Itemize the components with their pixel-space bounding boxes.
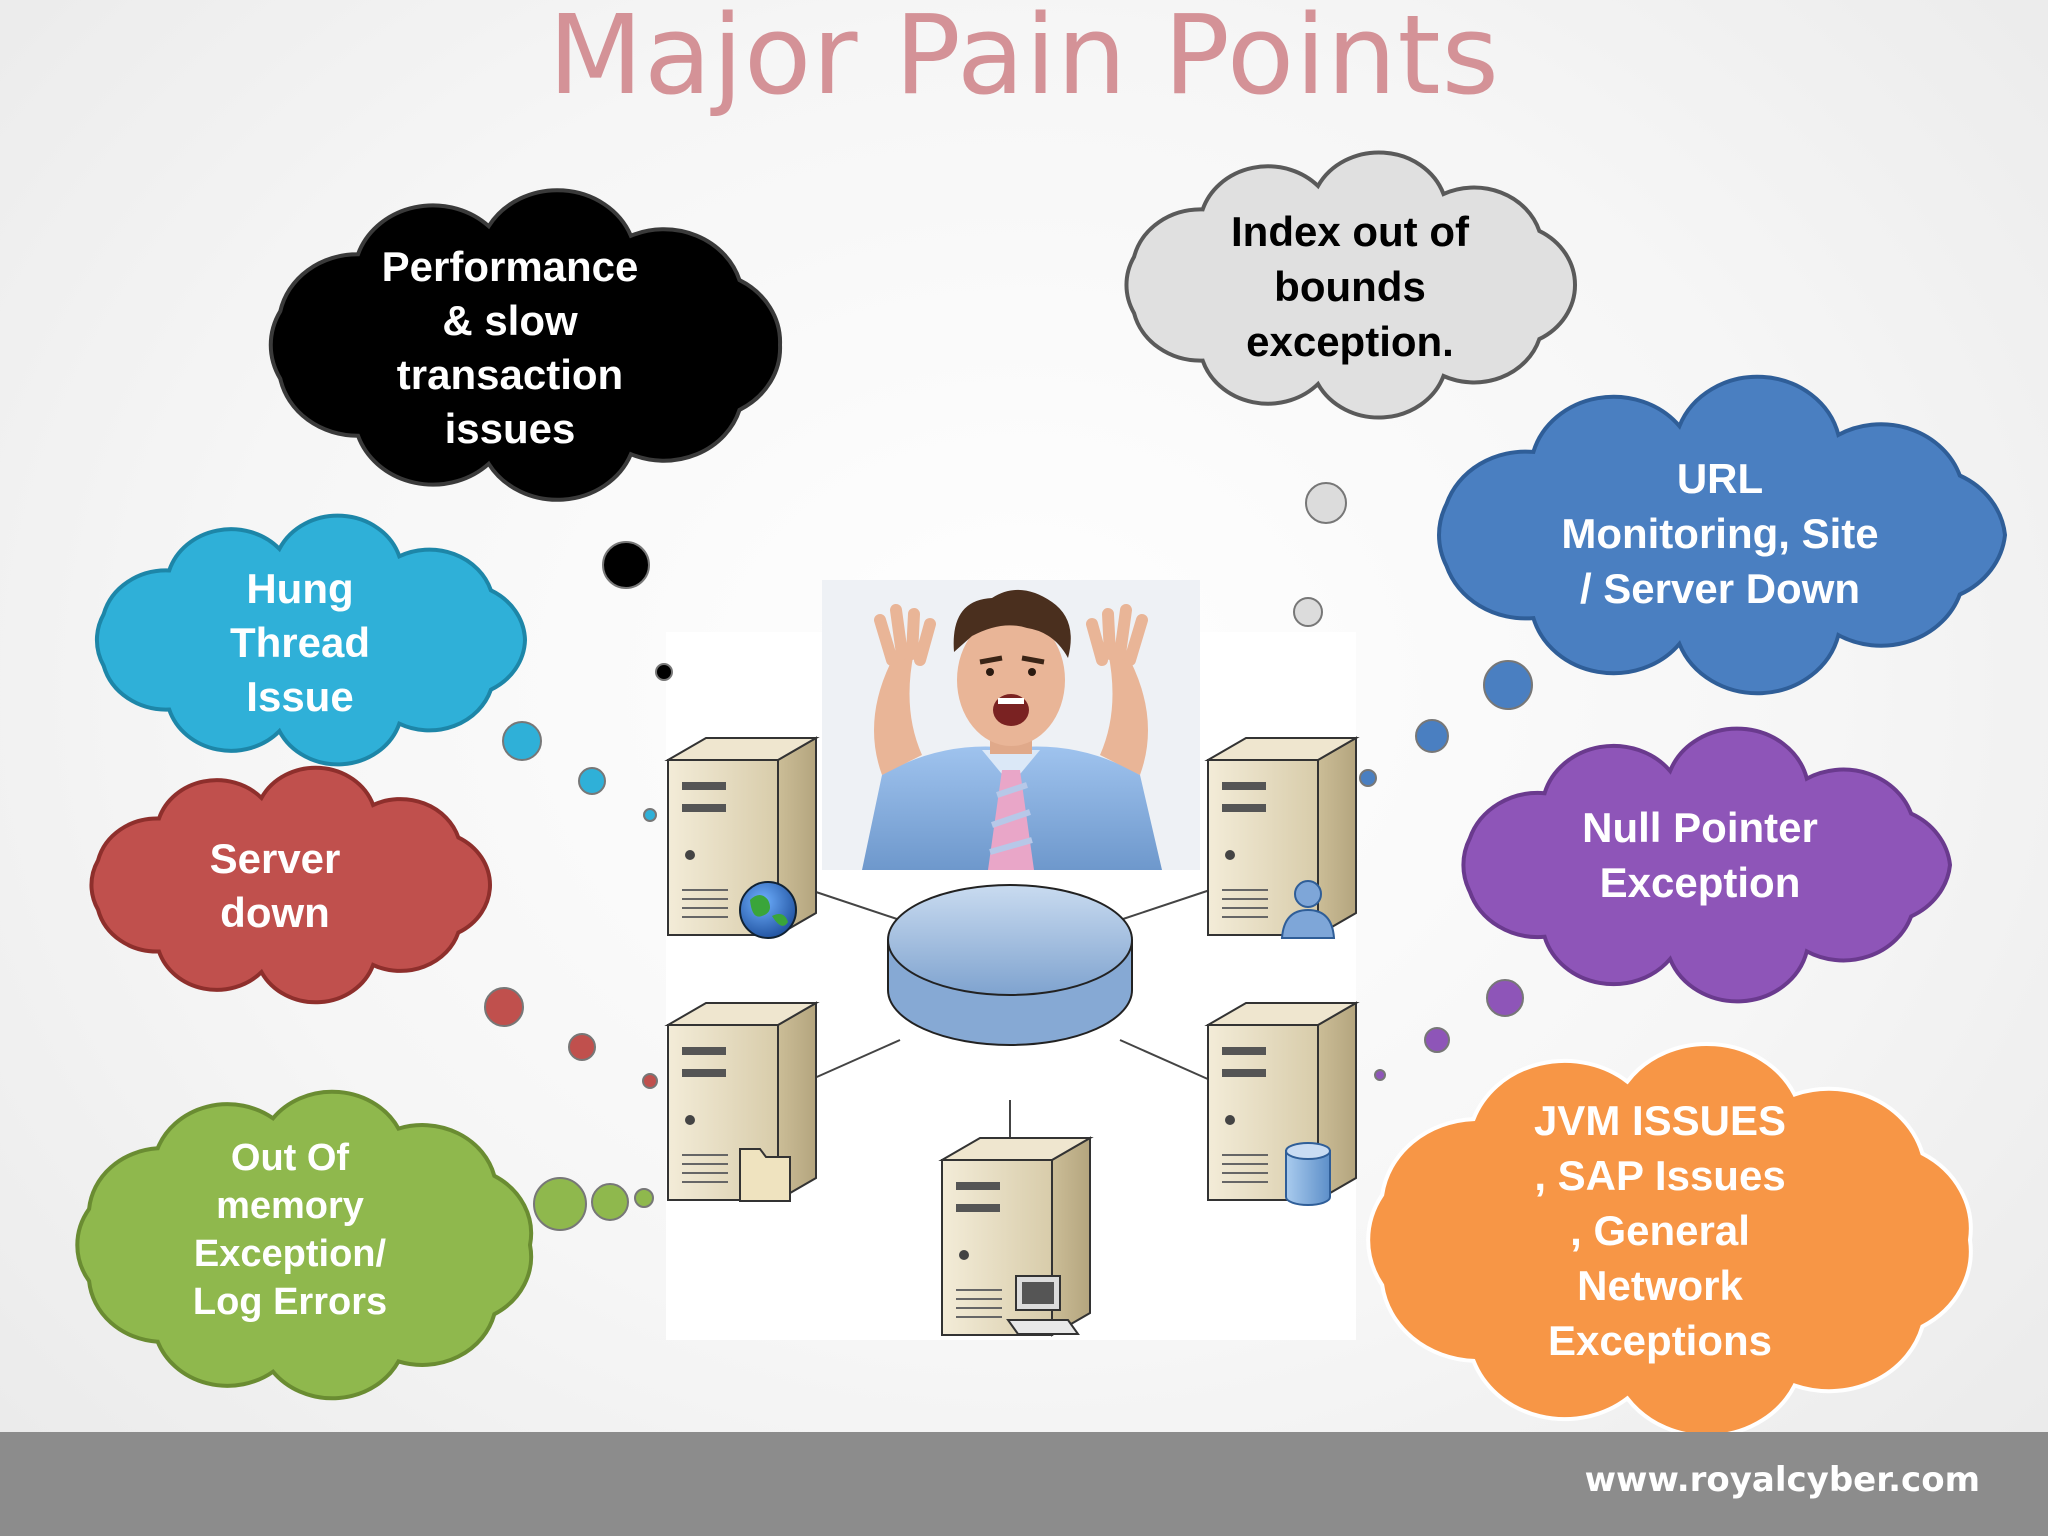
globe-icon [739, 881, 797, 939]
folder-icon [739, 1148, 791, 1202]
server-tower [1204, 736, 1360, 939]
thought-bubble-dot [533, 1177, 587, 1231]
database-icon [1285, 1142, 1331, 1206]
cloud-jvm-label: JVM ISSUES , SAP Issues , General Networ… [1533, 1096, 1787, 1364]
thought-bubble-dot [484, 987, 524, 1027]
footer-url[interactable]: www.royalcyber.com [1584, 1460, 1980, 1500]
thought-bubble-dot [634, 1188, 654, 1208]
thought-bubble-dot [1305, 482, 1347, 524]
cloud-server-label: Server down [209, 835, 341, 936]
thought-bubble-dot [1374, 1069, 1386, 1081]
cloud-url [1437, 374, 2008, 696]
cloud-hung [94, 513, 528, 767]
thought-bubble-dot [568, 1033, 596, 1061]
computer-icon [1006, 1275, 1080, 1335]
frustrated-man-photo [822, 580, 1200, 870]
thought-bubble-dot [602, 541, 650, 589]
server-tower [938, 1136, 1094, 1337]
thought-bubble-dot [1483, 660, 1533, 710]
page-title: Major Pain Points [548, 0, 1500, 119]
user-icon [1280, 880, 1336, 939]
thought-bubble-dot [1486, 979, 1524, 1017]
thought-bubble-dot [591, 1183, 629, 1221]
thought-bubble-dot [502, 721, 542, 761]
cloud-performance [268, 188, 783, 502]
thought-bubble-dot [1424, 1027, 1450, 1053]
cloud-performance-label: Performance & slow transaction issues [381, 243, 639, 452]
thought-bubble-dot [642, 1073, 658, 1089]
thought-bubble-dot [643, 808, 657, 822]
cloud-server [89, 765, 493, 1005]
cloud-url-label: URL Monitoring, Site / Server Down [1561, 454, 1879, 612]
network-hub [887, 884, 1133, 1046]
cloud-index-label: Index out of bounds exception. [1231, 207, 1469, 365]
footer-bar: www.royalcyber.com [0, 1432, 2048, 1536]
cloud-memory [75, 1089, 534, 1401]
thought-bubble-dot [1415, 719, 1449, 753]
server-tower [664, 736, 820, 939]
server-tower [1204, 1001, 1360, 1206]
cloud-null-label: Null Pointer Exception [1582, 804, 1818, 906]
thought-bubble-dot [655, 663, 673, 681]
cloud-hung-label: Hung Thread Issue [229, 565, 371, 720]
cloud-jvm [1366, 1042, 1973, 1438]
cloud-index [1124, 150, 1578, 420]
cloud-null [1461, 726, 1953, 1004]
cloud-memory-label: Out Of memory Exception/ Log Errors [192, 1137, 388, 1323]
thought-bubble-dot [1293, 597, 1323, 627]
server-tower [664, 1001, 820, 1202]
thought-bubble-dot [578, 767, 606, 795]
thought-bubble-dot [1359, 769, 1377, 787]
thought-bubbles [484, 482, 1533, 1231]
